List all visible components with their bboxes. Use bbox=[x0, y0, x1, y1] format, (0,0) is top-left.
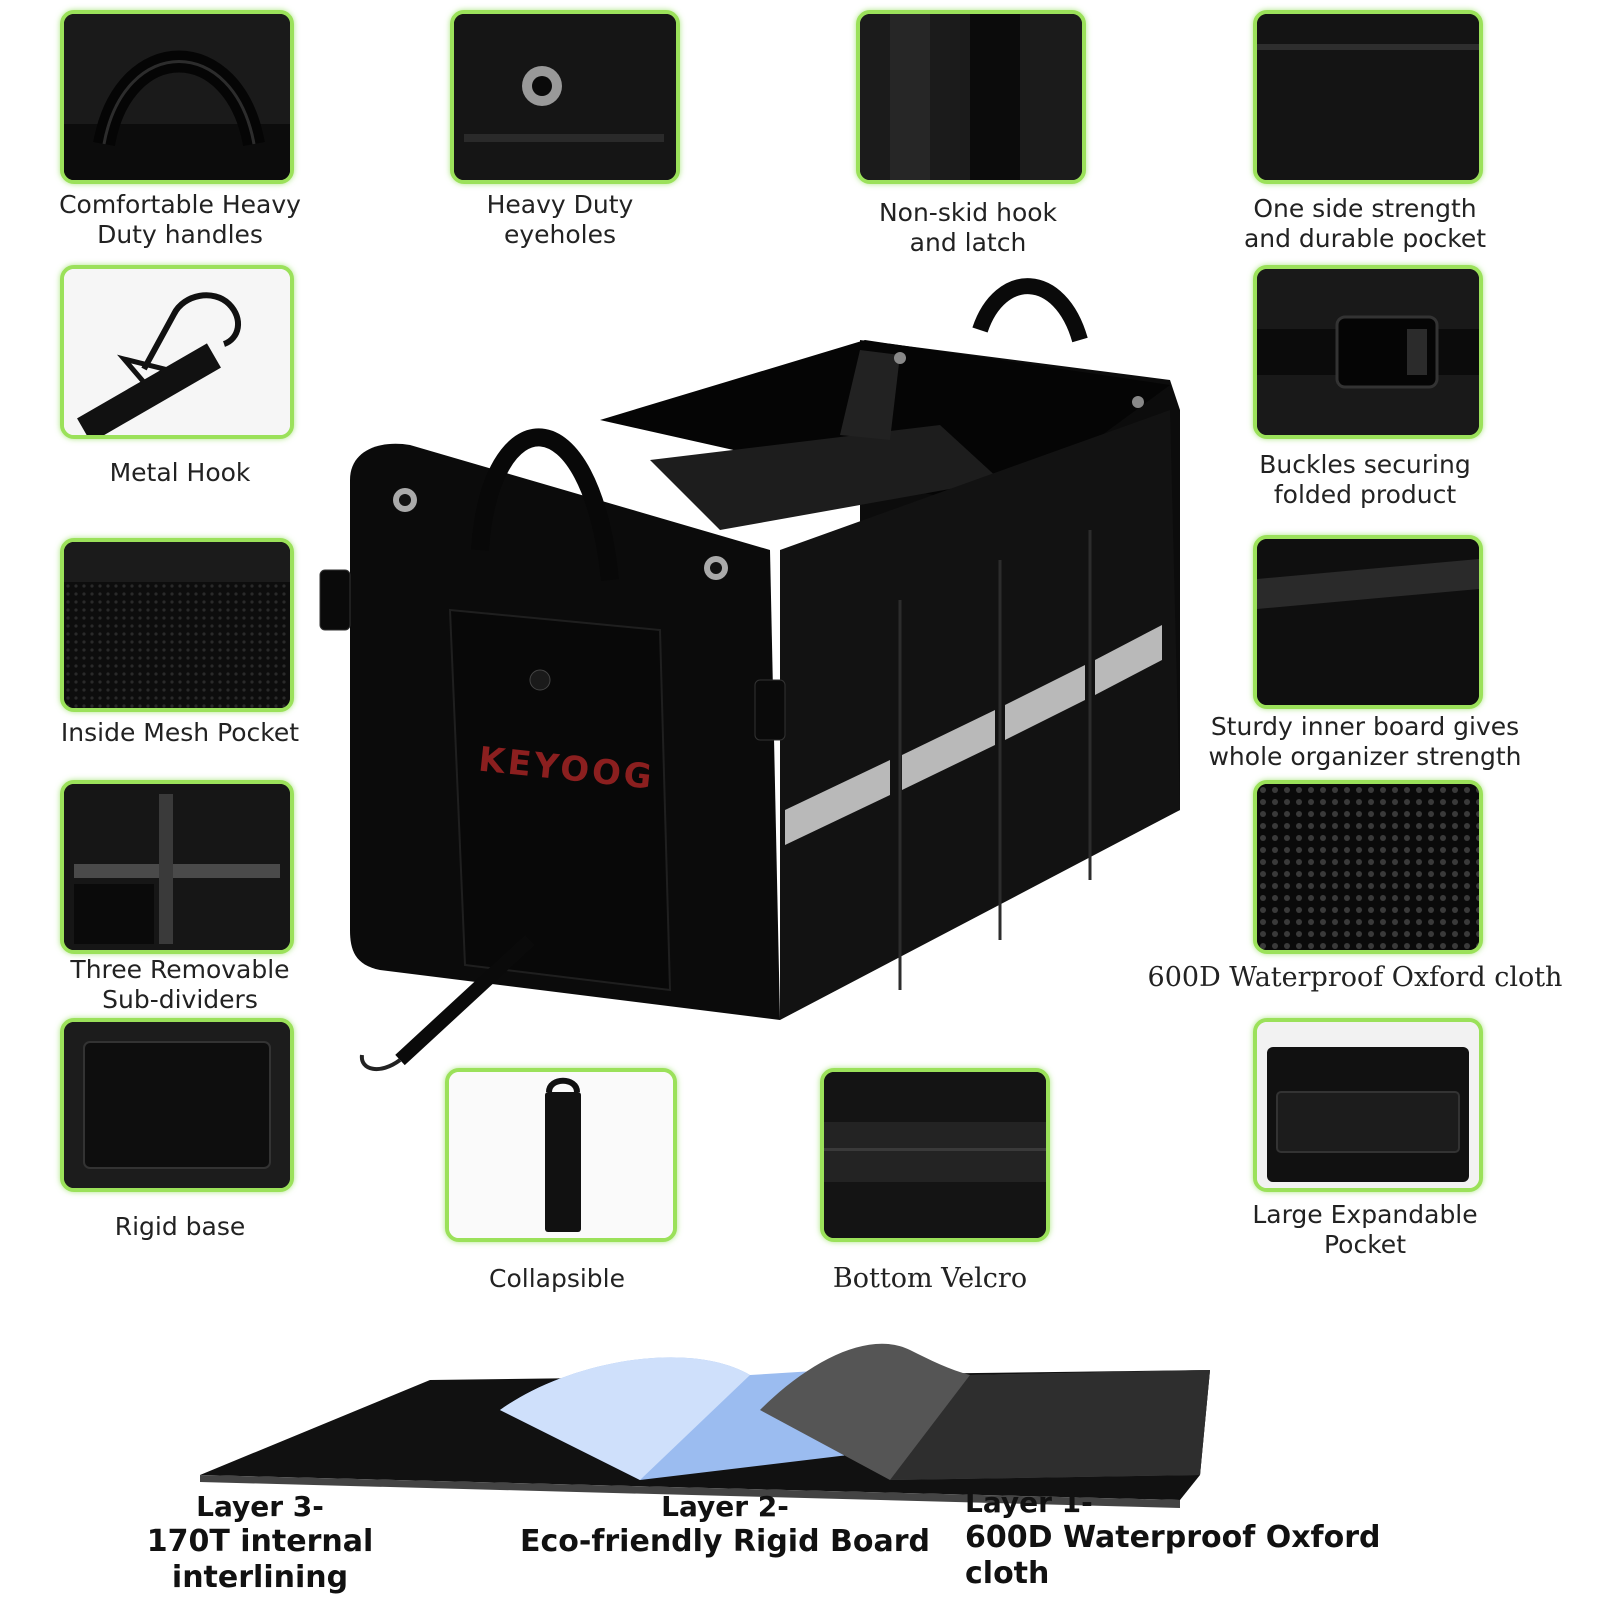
trunk-organizer-image: KEYOOG bbox=[319, 278, 1180, 1071]
tile-expandable-pocket bbox=[1253, 1018, 1483, 1192]
reflective-strip bbox=[1005, 665, 1085, 740]
caption-metal-hook: Metal Hook bbox=[109, 458, 251, 487]
caption-rigid-base: Rigid base bbox=[114, 1212, 246, 1241]
tile-oxford-cloth bbox=[1253, 780, 1483, 954]
expandable-pocket-icon bbox=[1257, 1022, 1479, 1188]
collapsed-organizer-icon bbox=[449, 1072, 673, 1238]
layers-diagram bbox=[200, 1343, 1210, 1508]
caption-side-pocket: One side strength and durable pocket bbox=[1243, 194, 1487, 253]
layer-3-desc: 170T internal interlining bbox=[146, 1524, 374, 1595]
caption-latch: Non-skid hook and latch bbox=[878, 198, 1058, 257]
caption-mesh-pocket: Inside Mesh Pocket bbox=[60, 718, 300, 747]
tile-hook bbox=[60, 265, 294, 439]
layer-1-title: Layer 1- bbox=[965, 1486, 1093, 1519]
buckle-icon bbox=[1257, 269, 1479, 435]
reflective-strip bbox=[1095, 625, 1162, 695]
handle-icon bbox=[64, 14, 290, 180]
tile-eyeholes bbox=[450, 10, 680, 184]
velcro-icon bbox=[824, 1072, 1046, 1238]
caption-inner-board: Sturdy inner board gives whole organizer… bbox=[1208, 712, 1522, 771]
caption-expandable-pocket: Large Expandable Pocket bbox=[1252, 1200, 1478, 1259]
fabric-icon bbox=[1257, 784, 1479, 950]
caption-buckles: Buckles securing folded product bbox=[1259, 450, 1471, 509]
tile-inner-board bbox=[1253, 535, 1483, 709]
layer-3-title: Layer 3- bbox=[196, 1490, 324, 1523]
layer-2-title: Layer 2- bbox=[661, 1490, 789, 1523]
tile-rigid-base bbox=[60, 1018, 294, 1192]
reflective-strip bbox=[902, 710, 995, 790]
caption-eyeholes: Heavy Duty eyeholes bbox=[486, 190, 634, 249]
tile-velcro bbox=[820, 1068, 1050, 1242]
tile-buckles bbox=[1253, 265, 1483, 439]
layer-1-desc: 600D Waterproof Oxford cloth bbox=[965, 1520, 1381, 1591]
pocket-icon bbox=[1257, 14, 1479, 180]
tile-dividers bbox=[60, 780, 294, 954]
caption-oxford-cloth: 600D Waterproof Oxford cloth bbox=[1147, 962, 1563, 993]
divider-icon bbox=[64, 784, 290, 950]
layer-2-caption: Layer 2- Eco-friendly Rigid Board bbox=[520, 1490, 930, 1560]
base-icon bbox=[64, 1022, 290, 1188]
tile-latch bbox=[856, 10, 1086, 184]
layer-1-caption: Layer 1- 600D Waterproof Oxford cloth bbox=[965, 1486, 1470, 1592]
latch-icon bbox=[860, 14, 1082, 180]
board-icon bbox=[1257, 539, 1479, 705]
reflective-strip bbox=[785, 760, 890, 845]
hook-icon bbox=[64, 269, 290, 435]
eyehole-icon bbox=[454, 14, 676, 180]
tile-handles bbox=[60, 10, 294, 184]
layer-3-caption: Layer 3- 170T internal interlining bbox=[60, 1490, 460, 1596]
tile-side-pocket bbox=[1253, 10, 1483, 184]
mesh-icon bbox=[64, 542, 290, 708]
layer-2-desc: Eco-friendly Rigid Board bbox=[520, 1524, 930, 1559]
caption-dividers: Three Removable Sub-dividers bbox=[70, 955, 290, 1014]
caption-velcro: Bottom Velcro bbox=[832, 1263, 1028, 1294]
caption-handles: Comfortable Heavy Duty handles bbox=[59, 190, 301, 249]
tile-collapsible bbox=[445, 1068, 677, 1242]
caption-collapsible: Collapsible bbox=[489, 1264, 625, 1293]
tile-mesh bbox=[60, 538, 294, 712]
